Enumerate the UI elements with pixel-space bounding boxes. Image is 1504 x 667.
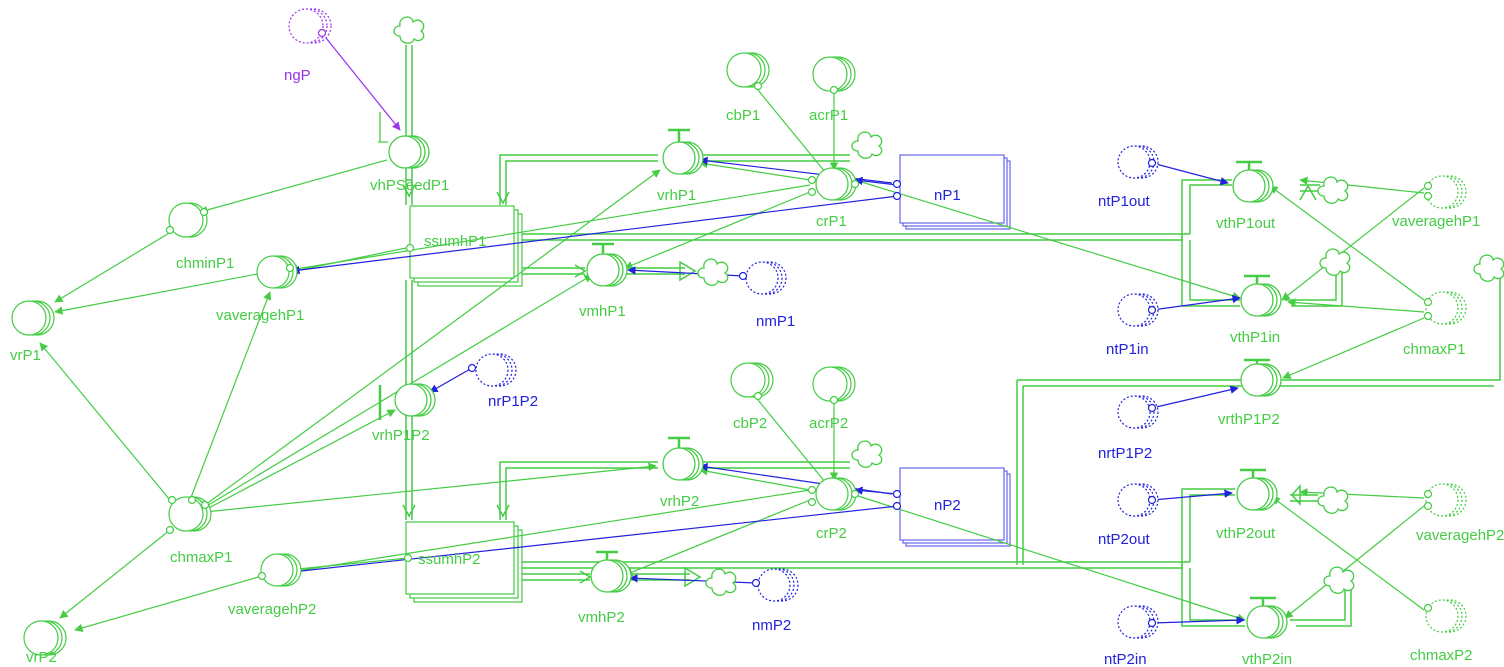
label-vthP1in: vthP1in bbox=[1230, 329, 1280, 346]
label-chmaxP2: chmaxP2 bbox=[1410, 647, 1473, 664]
label-chmaxP1-right: chmaxP1 bbox=[1403, 341, 1466, 358]
label-acrP2: acrP2 bbox=[809, 415, 848, 432]
label-vthP2in: vthP2in bbox=[1242, 651, 1292, 667]
aux-crP1[interactable] bbox=[815, 167, 857, 201]
cloud-icon bbox=[705, 568, 737, 596]
valve-vrhP2[interactable] bbox=[662, 436, 704, 481]
label-ntP1out: ntP1out bbox=[1098, 193, 1151, 210]
valve-vmhP2[interactable] bbox=[590, 550, 632, 593]
valve-vthP2out[interactable] bbox=[1236, 468, 1278, 511]
label-acrP1: acrP1 bbox=[809, 107, 848, 124]
stock-nP2[interactable] bbox=[899, 467, 1011, 547]
valve-vrhP1[interactable] bbox=[662, 128, 704, 175]
aux-vaveragehP2[interactable] bbox=[260, 553, 302, 587]
shadow-chmaxP1[interactable] bbox=[1425, 291, 1467, 325]
label-vrhP1P2: vrhP1P2 bbox=[372, 427, 430, 444]
aux-acrP1[interactable] bbox=[812, 56, 856, 92]
shadow-vaveragehP2[interactable] bbox=[1425, 483, 1467, 517]
label-chminP1: chminP1 bbox=[176, 255, 234, 272]
valve-vthP1out[interactable] bbox=[1232, 160, 1274, 203]
aux-vrP1[interactable] bbox=[11, 300, 55, 336]
label-chmaxP1: chmaxP1 bbox=[170, 549, 233, 566]
valve-vthP2in[interactable] bbox=[1246, 596, 1288, 639]
cloud-icon bbox=[1317, 486, 1349, 514]
labels: ngP vhPSeedP1 cbP1 acrP1 vrhP1 crP1 vthP… bbox=[10, 67, 1504, 667]
label-vrP2: vrP2 bbox=[26, 649, 57, 666]
aux-vaveragehP1[interactable] bbox=[256, 255, 298, 289]
cloud-icon bbox=[851, 131, 883, 159]
label-vthP2out: vthP2out bbox=[1216, 525, 1276, 542]
shadow-ntP1out[interactable] bbox=[1117, 145, 1159, 179]
label-vrP1: vrP1 bbox=[10, 347, 41, 364]
shadow-vaveragehP1[interactable] bbox=[1425, 175, 1467, 209]
label-vrthP1P2: vrthP1P2 bbox=[1218, 411, 1280, 428]
auxiliaries bbox=[11, 8, 1467, 656]
label-vaveragehP1-right: vaveragehP1 bbox=[1392, 213, 1480, 230]
stock-ssumhP1[interactable] bbox=[409, 205, 523, 287]
valve-vrthP1P2[interactable] bbox=[1240, 358, 1282, 397]
label-ntP1in: ntP1in bbox=[1106, 341, 1149, 358]
aux-crP2[interactable] bbox=[815, 477, 857, 511]
valve-vmhP1[interactable] bbox=[586, 242, 628, 287]
aux-acrP2[interactable] bbox=[812, 366, 856, 402]
shadow-nmP2[interactable] bbox=[757, 568, 799, 602]
shadow-ngP[interactable] bbox=[288, 8, 332, 44]
cloud-icon bbox=[393, 16, 425, 44]
label-nP1: nP1 bbox=[934, 187, 961, 204]
cloud-icon bbox=[1317, 176, 1349, 204]
label-vrhP2: vrhP2 bbox=[660, 493, 699, 510]
label-nP2: nP2 bbox=[934, 497, 961, 514]
stocks bbox=[405, 154, 1011, 603]
label-ntP2out: ntP2out bbox=[1098, 531, 1151, 548]
label-vaveragehP2: vaveragehP2 bbox=[228, 601, 316, 618]
valves bbox=[378, 112, 1288, 639]
shadow-ntP2in[interactable] bbox=[1117, 605, 1159, 639]
cloud-icon bbox=[1323, 566, 1355, 594]
label-ssumhP1: ssumhP1 bbox=[424, 233, 487, 250]
label-vaveragehP2-right: vaveragehP2 bbox=[1416, 527, 1504, 544]
valve-vrhP1P2[interactable] bbox=[378, 383, 436, 420]
label-nmP2: nmP2 bbox=[752, 617, 791, 634]
link-origins bbox=[165, 28, 1433, 628]
shadow-nrtP1P2[interactable] bbox=[1117, 395, 1159, 429]
label-nmP1: nmP1 bbox=[756, 313, 795, 330]
shadow-ntP1in[interactable] bbox=[1117, 293, 1159, 327]
valve-vhPSeedP1[interactable] bbox=[378, 112, 430, 169]
cloud-icon bbox=[1319, 248, 1351, 276]
cloud-icon bbox=[697, 258, 729, 286]
label-ntP2in: ntP2in bbox=[1104, 651, 1147, 667]
stock-nP1[interactable] bbox=[899, 154, 1011, 230]
aux-chminP1[interactable] bbox=[168, 202, 208, 238]
aux-cbP1[interactable] bbox=[726, 52, 770, 88]
shadow-nrP1P2[interactable] bbox=[475, 353, 517, 387]
label-vhPSeedP1: vhPSeedP1 bbox=[370, 177, 449, 194]
label-crP1: crP1 bbox=[816, 213, 847, 230]
label-vaveragehP1: vaveragehP1 bbox=[216, 307, 304, 324]
cloud-icon bbox=[1473, 254, 1504, 282]
shadow-chmaxP2[interactable] bbox=[1425, 599, 1467, 633]
label-cbP2: cbP2 bbox=[733, 415, 767, 432]
label-vmhP1: vmhP1 bbox=[579, 303, 626, 320]
label-vrhP1: vrhP1 bbox=[657, 187, 696, 204]
label-crP2: crP2 bbox=[816, 525, 847, 542]
label-nrP1P2: nrP1P2 bbox=[488, 393, 538, 410]
label-ssumhP2: ssumhP2 bbox=[418, 551, 481, 568]
label-nrtP1P2: nrtP1P2 bbox=[1098, 445, 1152, 462]
shadow-nmP1[interactable] bbox=[745, 261, 787, 295]
cloud-icon bbox=[851, 440, 883, 468]
shadow-ntP2out[interactable] bbox=[1117, 483, 1159, 517]
aux-vrP2[interactable] bbox=[23, 620, 67, 656]
label-vthP1out: vthP1out bbox=[1216, 215, 1276, 232]
label-cbP1: cbP1 bbox=[726, 107, 760, 124]
label-ngP: ngP bbox=[284, 67, 311, 84]
clouds bbox=[393, 16, 1504, 596]
aux-cbP2[interactable] bbox=[730, 362, 774, 398]
valve-vthP1in[interactable] bbox=[1240, 274, 1282, 317]
label-vmhP2: vmhP2 bbox=[578, 609, 625, 626]
